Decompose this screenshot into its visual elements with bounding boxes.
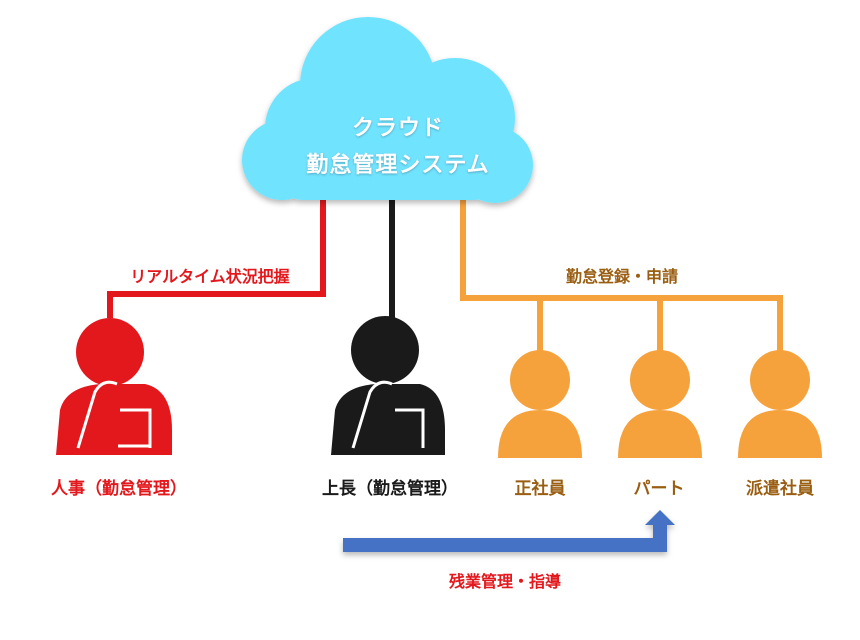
register-label: 勤怠登録・申請 [565, 267, 679, 286]
boss-person-icon [331, 316, 445, 455]
realtime-connector [107, 200, 326, 318]
register-connector [460, 200, 783, 352]
hr-label: 人事（勤怠管理） [51, 479, 187, 499]
parttime-person-icon [618, 350, 702, 458]
dispatch-label: 派遣社員 [746, 479, 814, 499]
fulltime-label: 正社員 [514, 479, 566, 499]
cloud-title-line1: クラウド [351, 116, 445, 141]
fulltime-person-icon [498, 350, 582, 458]
dispatch-person-icon [738, 350, 822, 458]
cloud-title-line2: 勤怠管理システム [306, 153, 490, 178]
boss-label: 上長（勤怠管理） [322, 479, 458, 499]
parttime-label: パート [633, 479, 685, 499]
realtime-label: リアルタイム状況把握 [130, 267, 290, 286]
cloud-icon [242, 17, 533, 203]
hr-person-icon [56, 318, 172, 455]
overtime-label: 残業管理・指導 [448, 572, 562, 591]
overtime-arrow [343, 510, 675, 552]
